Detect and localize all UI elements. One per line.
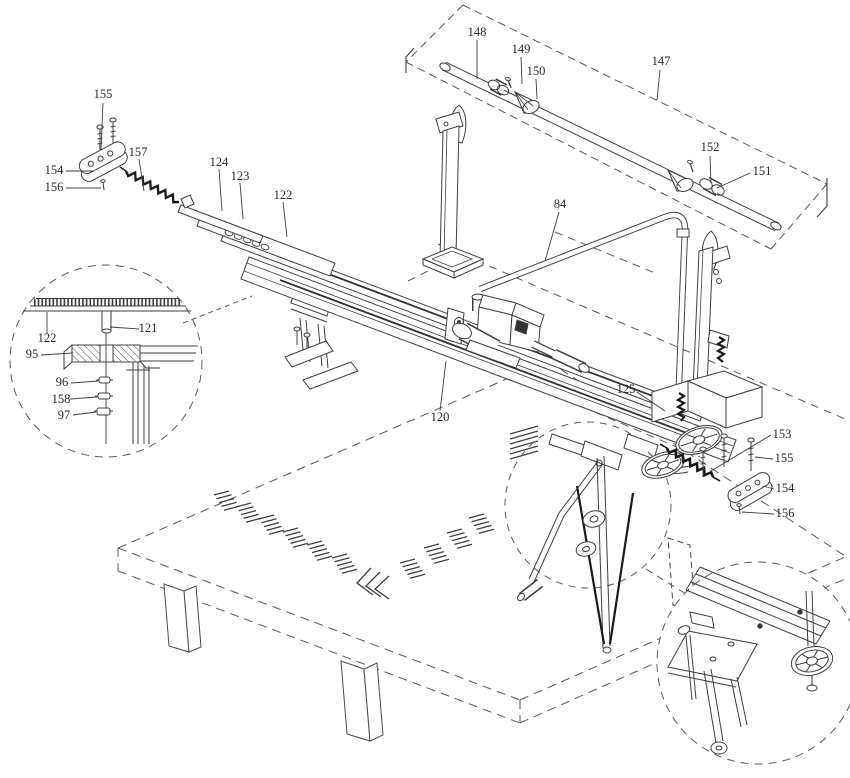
handwheel-2	[641, 451, 685, 479]
part-label-96: 96	[56, 375, 69, 389]
phantom-platform	[311, 231, 846, 458]
post-spring	[715, 336, 727, 363]
part-label-154-right: 154	[776, 481, 796, 495]
right-stand	[692, 230, 731, 392]
part-label-155-left: 155	[94, 87, 113, 101]
pulley-2	[575, 541, 597, 557]
part-label-120: 120	[431, 410, 450, 424]
part-label-121: 121	[139, 321, 158, 335]
chevron-marks	[356, 567, 390, 600]
part-label-123: 123	[231, 169, 250, 183]
pedal-mechanism	[517, 433, 635, 654]
fastener-96	[96, 376, 113, 384]
part-label-156-right: 156	[776, 506, 795, 520]
fastener-158	[95, 392, 113, 400]
fastener-97	[94, 407, 113, 416]
part-label-149: 149	[512, 42, 531, 56]
rail-124	[177, 204, 264, 244]
part-label-152: 152	[701, 140, 720, 154]
cone-knob-right	[667, 159, 694, 193]
part-label-148: 148	[468, 25, 487, 39]
part-labels: 148 149 150 147 152 151 84 155 157 154 1…	[26, 25, 795, 520]
tension-spring	[675, 392, 687, 422]
part-label-151: 151	[753, 164, 772, 178]
pulley-1	[582, 510, 606, 528]
bottom-right-detail-circle	[656, 561, 850, 765]
part-label-95: 95	[26, 347, 39, 361]
part-label-122-detail: 122	[38, 331, 57, 345]
part-label-157: 157	[129, 145, 148, 159]
hatch-marks	[509, 425, 539, 460]
table-legs	[163, 537, 696, 742]
clamp-block-154-left	[78, 117, 128, 191]
right-end-assembly	[623, 370, 773, 515]
leader-lines	[40, 40, 775, 515]
part-label-150: 150	[527, 64, 546, 78]
part-label-158: 158	[52, 392, 71, 406]
machine-head	[444, 293, 590, 373]
part-label-156-left: 156	[45, 180, 64, 194]
handwheel-1	[675, 425, 723, 455]
support-rod-148	[439, 61, 782, 232]
cone-knob-150	[514, 90, 540, 115]
foot-wing	[284, 340, 334, 368]
part-label-155-right: 155	[775, 451, 794, 465]
part-label-125: 125	[617, 382, 636, 396]
belt	[575, 485, 606, 645]
part-label-124: 124	[210, 155, 230, 169]
display-panel	[514, 319, 529, 335]
screws-155-right	[699, 433, 755, 477]
part-label-122: 122	[274, 188, 293, 202]
part-label-84: 84	[554, 197, 567, 211]
pin-121	[101, 311, 112, 334]
part-label-153: 153	[773, 427, 792, 441]
table-stitch-marks	[213, 425, 539, 600]
cross-section-95	[63, 344, 198, 371]
carriage-plate	[667, 630, 758, 682]
pin-156-left	[100, 179, 106, 191]
foot-wing	[302, 361, 359, 390]
tension-spring-157	[119, 166, 195, 209]
part-label-97: 97	[58, 408, 71, 422]
table-phantom	[117, 360, 846, 724]
phantom-frame-147	[405, 4, 828, 250]
detail-locator-circle	[504, 421, 687, 595]
clamp-block-154-right	[727, 472, 773, 511]
pin-156-right	[736, 503, 742, 515]
phantom-frame-corner-brackets	[405, 47, 828, 218]
part-label-147: 147	[652, 54, 671, 68]
leg-section	[126, 362, 150, 444]
belt	[608, 492, 635, 645]
left-stand	[421, 104, 485, 279]
spring-153	[659, 443, 721, 482]
left-detail-circle	[9, 264, 253, 458]
detail-handwheel	[790, 645, 834, 677]
roller-end	[452, 322, 472, 340]
guide-tube-84	[478, 211, 690, 411]
part-label-154-left: 154	[45, 163, 65, 177]
